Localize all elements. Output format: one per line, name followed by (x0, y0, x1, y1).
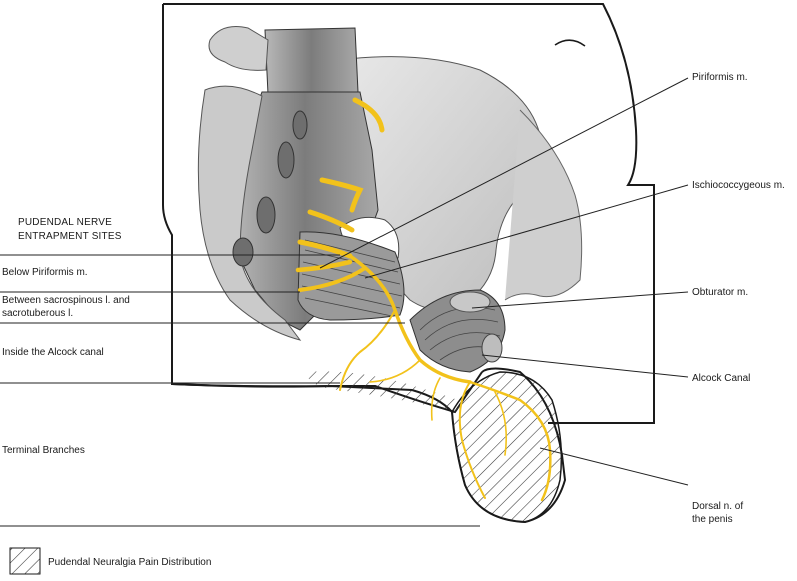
entrapment-heading-line2: ENTRAPMENT SITES (18, 231, 122, 242)
label-dorsal-nerve-line1: Dorsal n. of (692, 501, 743, 512)
entrapment-heading-line1: PUDENDAL NERVE (18, 217, 112, 228)
site-label-alcock-canal: Inside the Alcock canal (2, 347, 104, 358)
label-alcock-canal: Alcock Canal (692, 373, 750, 384)
legend-hatch-swatch (9, 547, 41, 575)
site-label-below-piriformis: Below Piriformis m. (2, 267, 88, 278)
label-obturator: Obturator m. (692, 287, 748, 298)
label-dorsal-nerve-line2: the penis (692, 514, 733, 525)
left-leader-lines (0, 254, 480, 527)
site-label-sacrospinous-line1: Between sacrospinous l. and (2, 295, 130, 306)
legend-label: Pudendal Neuralgia Pain Distribution (48, 557, 211, 568)
pudendal-nerve (295, 97, 552, 502)
legend: Pudendal Neuralgia Pain Distribution (9, 547, 211, 575)
right-leader-lines (319, 77, 689, 486)
site-label-sacrospinous-line2: sacrotuberous l. (2, 308, 73, 319)
iliac-wing-edge (504, 109, 583, 301)
label-piriformis: Piriformis m. (692, 72, 748, 83)
label-ischiococcygeous: Ischiococcygeous m. (692, 180, 785, 191)
site-label-terminal-branches: Terminal Branches (2, 445, 85, 456)
